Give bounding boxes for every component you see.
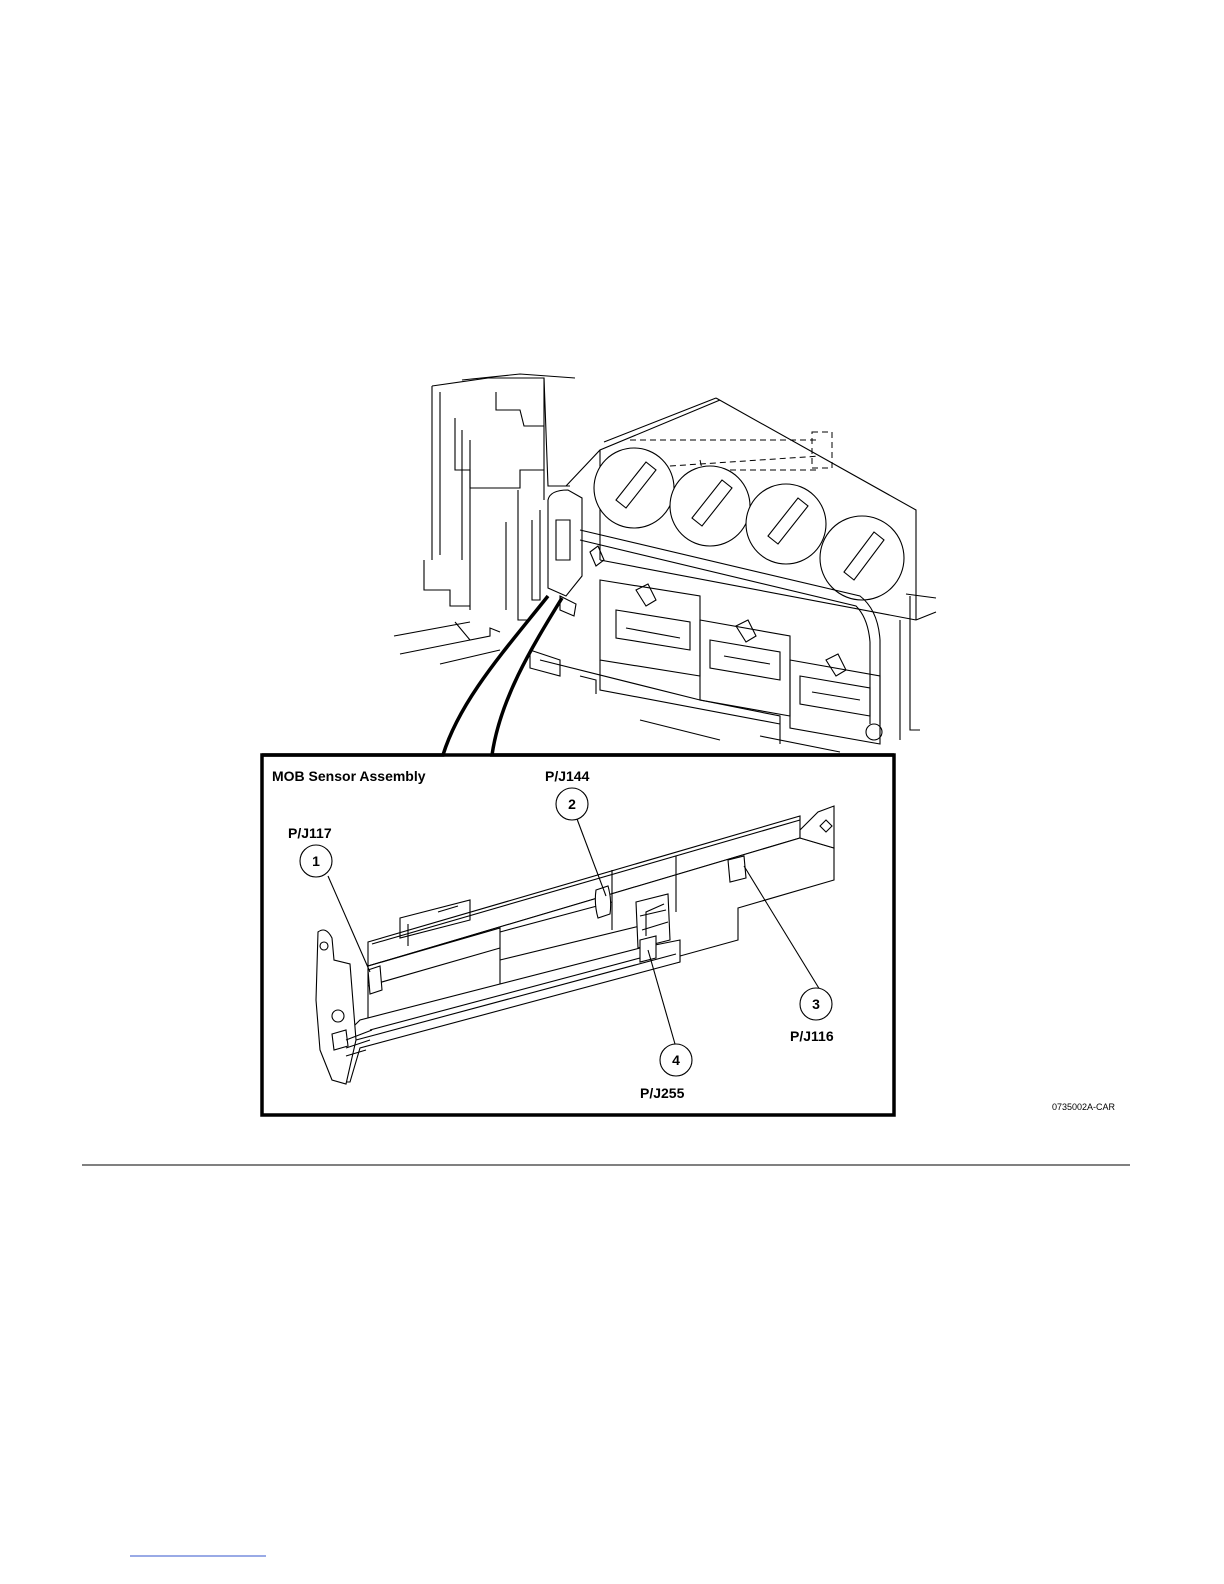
callout-2-connector: P/J144 bbox=[545, 768, 590, 784]
mob-sensor-assembly-drawing bbox=[316, 806, 834, 1084]
inset-title: MOB Sensor Assembly bbox=[272, 768, 426, 784]
callout-3-number: 3 bbox=[812, 996, 820, 1012]
callout-2-number: 2 bbox=[568, 796, 576, 812]
detail-leader-left bbox=[262, 596, 548, 755]
callout-1-number: 1 bbox=[312, 853, 320, 869]
callout-2-line bbox=[577, 819, 606, 896]
callout-2: P/J144 2 bbox=[545, 768, 590, 820]
detail-leader-right bbox=[492, 598, 894, 755]
callout-3-connector: P/J116 bbox=[790, 1028, 834, 1044]
toner-cartridges bbox=[594, 448, 904, 600]
callout-4: 4 P/J255 bbox=[640, 1044, 692, 1101]
callout-1: P/J117 1 bbox=[288, 825, 332, 877]
callout-3: 3 P/J116 bbox=[790, 988, 834, 1044]
machine-overview-drawing bbox=[394, 374, 936, 752]
callout-4-connector: P/J255 bbox=[640, 1085, 685, 1101]
callout-1-connector: P/J117 bbox=[288, 825, 332, 841]
figure-id: 0735002A-CAR bbox=[1052, 1102, 1116, 1112]
callout-4-number: 4 bbox=[672, 1052, 680, 1068]
